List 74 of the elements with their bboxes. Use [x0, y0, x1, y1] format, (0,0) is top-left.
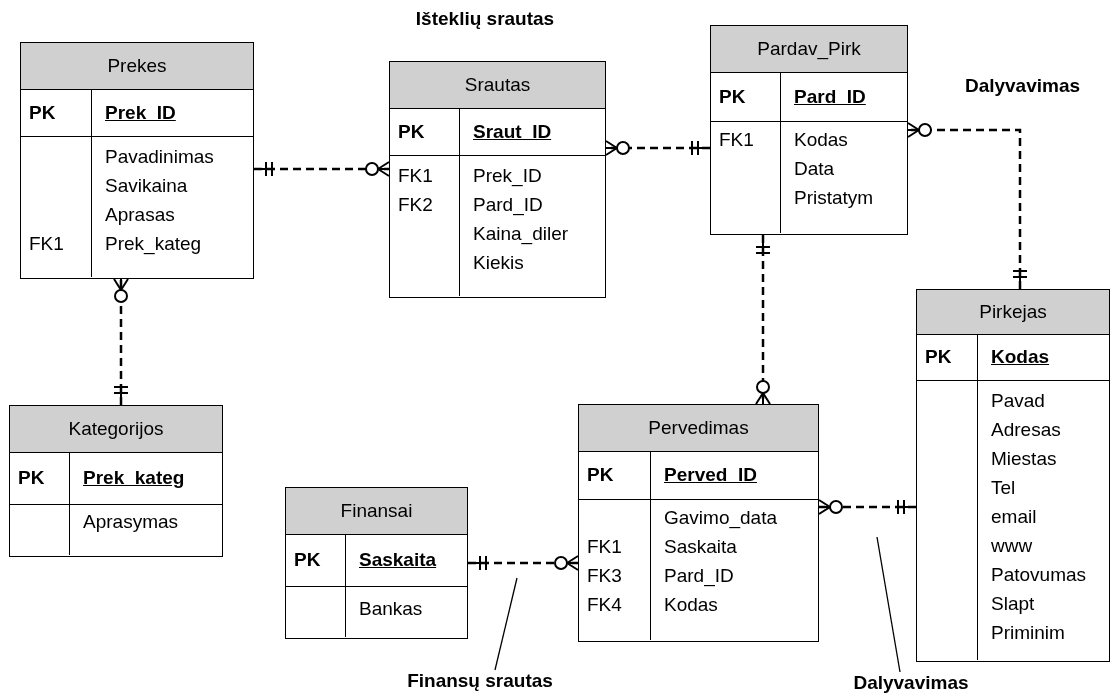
- entity-table: [9, 405, 223, 557]
- key-label: FK1: [587, 536, 622, 558]
- attribute-field: Bankas: [359, 598, 423, 620]
- key-label: PK: [294, 549, 321, 571]
- attribute-field: Pard_ID: [664, 565, 734, 587]
- primary-key-field: Sraut_ID: [473, 120, 552, 143]
- key-label: FK2: [398, 194, 433, 216]
- relationship-line: [113, 278, 129, 406]
- relationship-line: [818, 499, 917, 515]
- attribute-field: Slapt: [991, 593, 1035, 615]
- primary-key-field: Prek_ID: [105, 101, 176, 124]
- attribute-field: Aprasymas: [83, 511, 179, 533]
- attribute-field: Pristatym: [794, 187, 874, 209]
- key-label: FK1: [398, 165, 433, 187]
- key-label: PK: [29, 101, 56, 124]
- attribute-field: Miestas: [991, 448, 1057, 470]
- attribute-field: Savikaina: [105, 175, 188, 197]
- table-header: Pardav_Pirk: [711, 26, 907, 73]
- primary-key-field: Kodas: [991, 346, 1050, 368]
- relationship-line: [755, 234, 771, 405]
- attribute-field: Pard_ID: [473, 194, 543, 216]
- primary-key-field: Perved_ID: [664, 464, 757, 486]
- relationship-label: Dalyvavimas: [836, 672, 986, 694]
- attribute-field: Saskaita: [664, 536, 737, 558]
- table-header: Pervedimas: [579, 405, 818, 452]
- key-label: PK: [719, 85, 746, 108]
- table-header: Prekes: [21, 43, 253, 90]
- entity-table: [20, 42, 254, 279]
- key-label: PK: [18, 467, 45, 489]
- relationship-line: [253, 161, 390, 177]
- table-header: Srautas: [390, 62, 605, 109]
- attribute-field: Gavimo_data: [664, 507, 777, 529]
- key-label: PK: [398, 120, 425, 143]
- relationship-label: Finansų srautas: [390, 670, 570, 692]
- key-label: FK3: [587, 565, 622, 587]
- key-label: PK: [587, 464, 614, 486]
- attribute-field: Patovumas: [991, 564, 1087, 586]
- attribute-field: Adresas: [991, 419, 1061, 441]
- entity-table: [578, 404, 819, 642]
- attribute-field: Kodas: [664, 594, 718, 616]
- attribute-field: Aprasas: [105, 204, 175, 226]
- primary-key-field: Saskaita: [359, 549, 437, 571]
- table-header: Kategorijos: [10, 406, 222, 453]
- relationship-label: Išteklių srautas: [414, 8, 556, 30]
- attribute-field: Prek_ID: [473, 165, 542, 187]
- attribute-field: www: [991, 535, 1033, 557]
- attribute-field: Data: [794, 158, 835, 180]
- key-label: FK1: [719, 129, 754, 151]
- key-label: FK4: [587, 594, 622, 616]
- key-label: PK: [925, 346, 952, 368]
- attribute-field: Tel: [991, 477, 1016, 499]
- attribute-field: Pavadinimas: [105, 146, 214, 168]
- table-header: Finansai: [286, 488, 467, 535]
- table-header: Pirkejas: [917, 290, 1109, 335]
- entity-table: [916, 289, 1110, 662]
- key-label: FK1: [29, 233, 64, 255]
- relationship-line: [605, 140, 711, 156]
- attribute-field: email: [991, 506, 1037, 528]
- relationship-label: Dalyvavimas: [963, 75, 1082, 97]
- attribute-field: Kaina_diler: [473, 223, 569, 245]
- leader-line: [876, 536, 901, 673]
- attribute-field: Kodas: [794, 129, 848, 151]
- relationship-line: [907, 122, 1028, 290]
- attribute-field: Pavad: [991, 390, 1045, 412]
- attribute-field: Prek_kateg: [105, 233, 202, 255]
- entity-table: [710, 25, 908, 235]
- relationship-line: [467, 555, 579, 571]
- primary-key-field: Pard_ID: [794, 85, 866, 108]
- leader-line: [494, 577, 518, 671]
- attribute-field: Kiekis: [473, 252, 524, 274]
- entity-table: [389, 61, 606, 298]
- entity-table: [285, 487, 468, 639]
- primary-key-field: Prek_kateg: [83, 467, 185, 489]
- attribute-field: Priminim: [991, 622, 1065, 644]
